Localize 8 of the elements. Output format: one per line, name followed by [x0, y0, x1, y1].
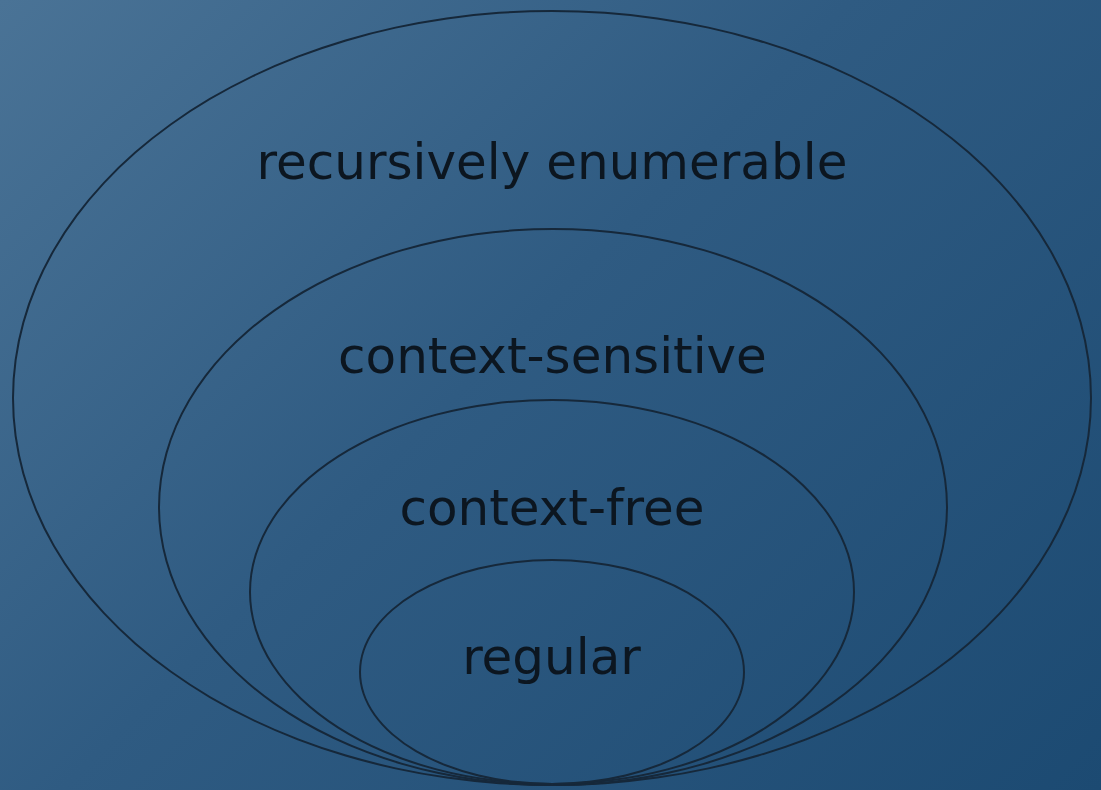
ellipse — [358, 558, 745, 785]
set-label: recursively enumerable — [256, 134, 848, 190]
set-label: context-sensitive — [338, 329, 767, 384]
set-label: context-free — [399, 480, 705, 536]
ellipse — [249, 399, 855, 785]
ellipse — [157, 227, 948, 786]
ellipse — [12, 10, 1092, 786]
set-label: regular — [462, 630, 641, 685]
